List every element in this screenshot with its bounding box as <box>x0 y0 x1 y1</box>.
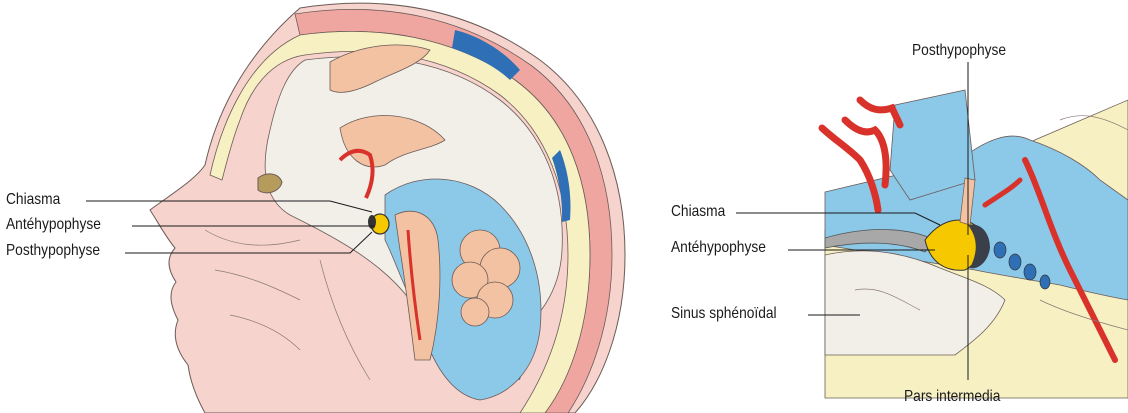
head-section-left <box>150 3 625 413</box>
label-right-antehypophyse: Antéhypophyse <box>671 239 766 257</box>
hypothalamus-region <box>890 90 975 200</box>
label-right-sinus-sphenoidal: Sinus sphénoïdal <box>671 305 777 323</box>
label-right-pars-intermedia: Pars intermedia <box>904 388 1000 406</box>
pituitary-closeup-right <box>822 90 1128 398</box>
label-left-posthypophyse: Posthypophyse <box>6 242 100 260</box>
label-left-chiasma: Chiasma <box>6 191 60 209</box>
posterior-pituitary <box>368 215 376 229</box>
label-right-chiasma: Chiasma <box>671 203 725 221</box>
label-right-posthypophyse: Posthypophyse <box>912 42 1006 60</box>
label-left-antehypophyse: Antéhypophyse <box>6 216 101 234</box>
